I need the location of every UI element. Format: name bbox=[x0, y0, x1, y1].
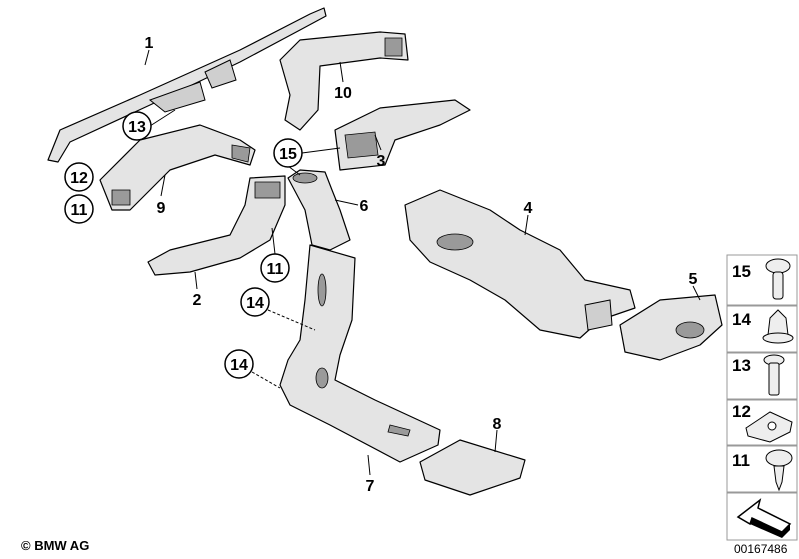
svg-text:13: 13 bbox=[128, 119, 146, 136]
svg-text:13: 13 bbox=[732, 356, 751, 375]
diagram-number: 00167486 bbox=[734, 542, 788, 556]
svg-text:7: 7 bbox=[366, 478, 375, 495]
screw-flange-icon bbox=[765, 258, 791, 300]
svg-text:3: 3 bbox=[377, 153, 386, 170]
self-tapping-screw-icon bbox=[765, 449, 793, 492]
svg-text:4: 4 bbox=[524, 200, 533, 217]
part-2-duct bbox=[147, 175, 286, 276]
part-6-duct bbox=[287, 169, 351, 251]
svg-text:11: 11 bbox=[71, 202, 88, 219]
leader-lines bbox=[144, 49, 701, 476]
callout-8[interactable]: 8 bbox=[493, 416, 502, 433]
hex-nut-cap-icon bbox=[762, 309, 794, 344]
svg-text:5: 5 bbox=[689, 271, 698, 288]
svg-text:9: 9 bbox=[157, 200, 166, 217]
svg-text:8: 8 bbox=[493, 416, 502, 433]
legend-item-14[interactable]: 14 bbox=[726, 305, 798, 353]
svg-text:6: 6 bbox=[360, 198, 369, 215]
legend-item-direction bbox=[726, 492, 798, 541]
svg-text:15: 15 bbox=[279, 146, 297, 163]
svg-text:15: 15 bbox=[732, 262, 751, 281]
callout-14[interactable]: 14 bbox=[224, 349, 254, 379]
svg-text:10: 10 bbox=[334, 85, 352, 102]
direction-arrow-icon bbox=[736, 498, 792, 538]
bolt-icon bbox=[763, 354, 785, 396]
svg-text:11: 11 bbox=[267, 261, 284, 278]
part-1-air-duct-bar bbox=[47, 7, 327, 163]
svg-text:12: 12 bbox=[732, 402, 751, 421]
part-7-floor-duct bbox=[279, 244, 441, 463]
copyright: © BMW AG bbox=[21, 538, 90, 553]
part-8-vent bbox=[419, 439, 526, 496]
legend-item-15[interactable]: 15 bbox=[726, 254, 798, 306]
svg-text:11: 11 bbox=[732, 451, 750, 470]
legend-item-12[interactable]: 12 bbox=[726, 399, 798, 446]
callout-11[interactable]: 11 bbox=[260, 253, 290, 283]
part-9-duct bbox=[99, 124, 256, 211]
part-4-duct bbox=[404, 189, 636, 339]
spring-clip-icon bbox=[745, 411, 793, 443]
callout-5[interactable]: 5 bbox=[689, 271, 698, 288]
svg-text:2: 2 bbox=[193, 292, 202, 309]
part-5-vent bbox=[619, 294, 723, 361]
part-3-duct bbox=[334, 99, 471, 171]
callout-3[interactable]: 3 bbox=[377, 153, 386, 170]
svg-text:14: 14 bbox=[246, 295, 264, 312]
callout-2[interactable]: 2 bbox=[193, 292, 202, 309]
legend-item-13[interactable]: 13 bbox=[726, 352, 798, 400]
svg-text:12: 12 bbox=[70, 170, 88, 187]
callout-11[interactable]: 11 bbox=[64, 194, 94, 224]
part-10-duct bbox=[279, 31, 409, 131]
callout-13[interactable]: 13 bbox=[122, 111, 152, 141]
callout-4[interactable]: 4 bbox=[524, 200, 533, 217]
legend-item-11[interactable]: 11 bbox=[726, 445, 798, 493]
callout-12[interactable]: 12 bbox=[64, 162, 94, 192]
svg-text:14: 14 bbox=[732, 310, 751, 329]
callout-14[interactable]: 14 bbox=[240, 287, 270, 317]
svg-text:14: 14 bbox=[230, 357, 248, 374]
callout-6[interactable]: 6 bbox=[360, 198, 369, 215]
callout-7[interactable]: 7 bbox=[366, 478, 375, 495]
callout-9[interactable]: 9 bbox=[157, 200, 166, 217]
callout-10[interactable]: 10 bbox=[334, 85, 352, 102]
callout-15[interactable]: 15 bbox=[273, 138, 303, 168]
svg-text:1: 1 bbox=[145, 35, 154, 52]
callout-1[interactable]: 1 bbox=[145, 35, 154, 52]
